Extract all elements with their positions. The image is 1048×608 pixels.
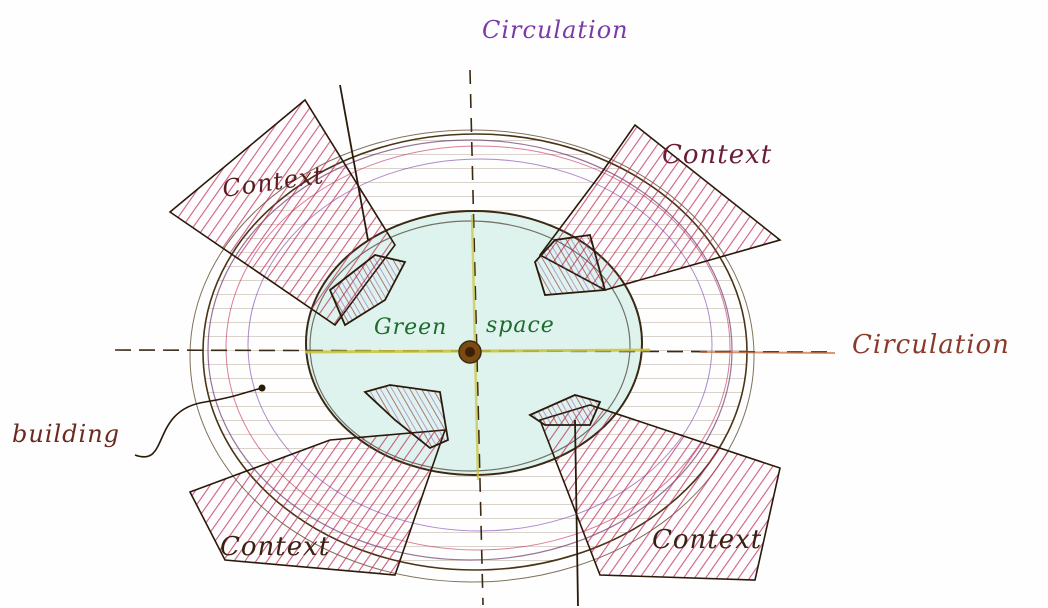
center-point	[459, 341, 481, 363]
space-label: space	[486, 313, 555, 338]
green-label: Green	[374, 315, 447, 340]
building-label: building	[12, 420, 120, 448]
context-label-bottom-left: Context	[220, 532, 330, 562]
circulation-label-top: Circulation	[482, 16, 629, 44]
circulation-label-right: Circulation	[852, 330, 1010, 360]
context-label-bottom-right: Context	[652, 525, 762, 555]
context-label-top-right: Context	[662, 140, 772, 170]
context-wedge-top-left	[170, 85, 405, 325]
